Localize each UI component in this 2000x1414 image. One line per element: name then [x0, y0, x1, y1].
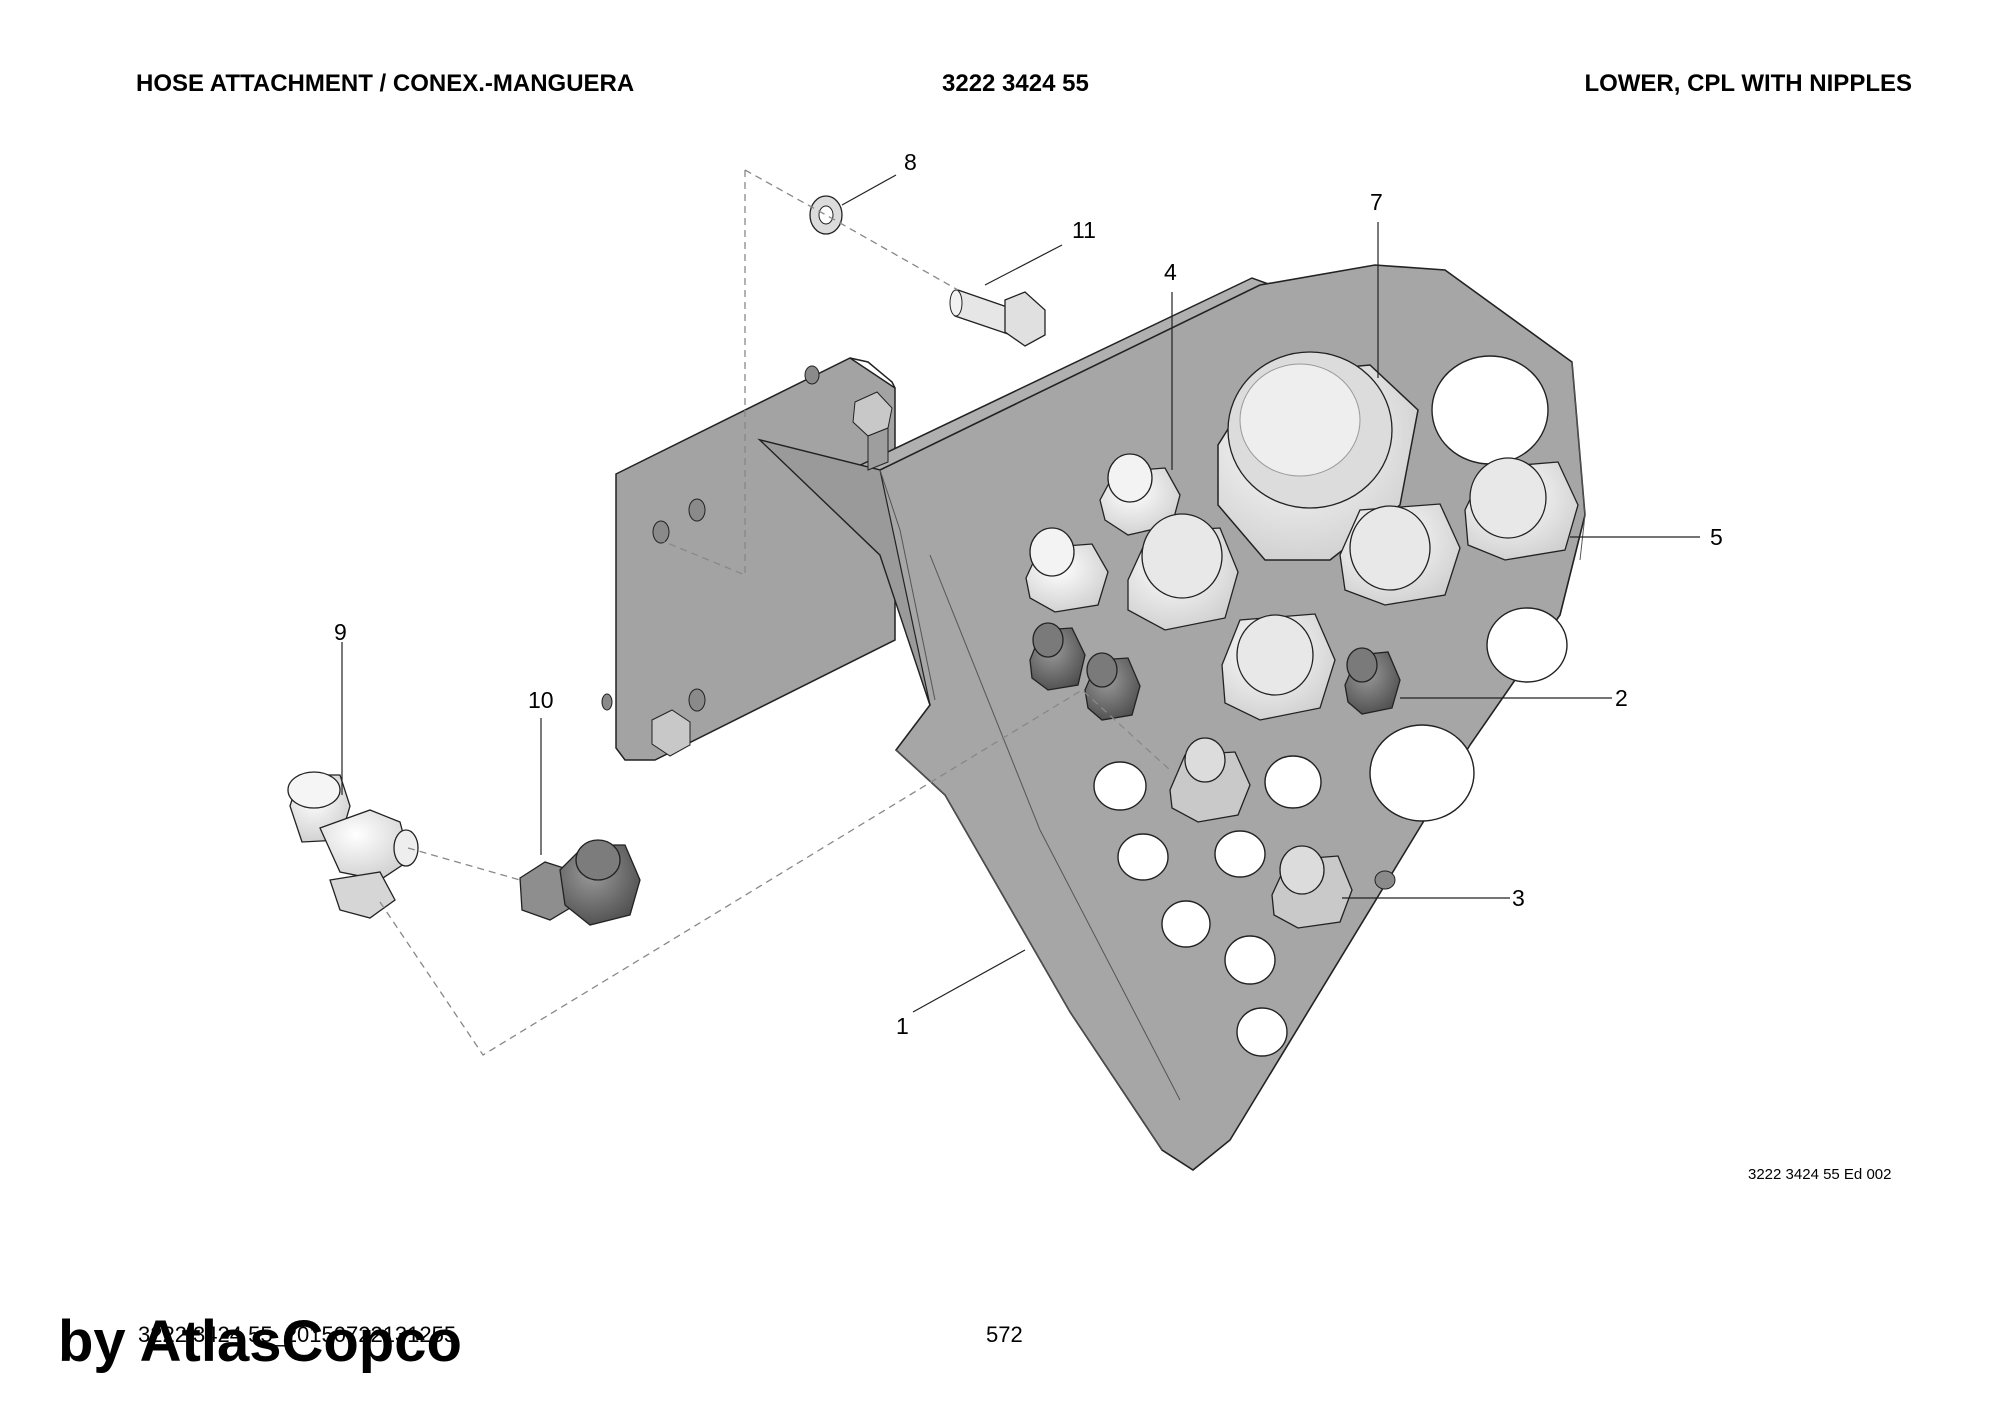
flange-bolt-bottom — [651, 709, 691, 757]
callout-11: 11 — [1072, 217, 1096, 243]
nipple-upper-left — [1025, 527, 1109, 613]
nipple-medium-right — [1339, 503, 1461, 606]
edition-label: 3222 3424 55 Ed 002 — [1748, 1166, 1892, 1183]
light-nipples — [1025, 453, 1579, 929]
hex-bolt — [949, 289, 1046, 347]
leader-lines — [341, 174, 1700, 1013]
callout-1: 1 — [896, 1013, 909, 1039]
nipple-3 — [1271, 845, 1353, 929]
callout-9: 9 — [334, 619, 347, 645]
flange-bolt-top — [852, 391, 893, 471]
header-title: HOSE ATTACHMENT / CONEX.-MANGUERA — [136, 70, 635, 97]
callout-10: 10 — [528, 687, 554, 713]
nipple-lower — [1169, 737, 1251, 823]
callout-8: 8 — [904, 149, 917, 175]
dark-elbow-fitting — [519, 839, 641, 926]
nipple-medium-left — [1127, 513, 1239, 631]
dark-nipples — [1029, 622, 1401, 721]
footer-page-number: 572 — [986, 1322, 1023, 1347]
header-description: LOWER, CPL WITH NIPPLES — [1584, 70, 1912, 97]
callout-4: 4 — [1164, 259, 1177, 285]
large-fitting — [1217, 351, 1419, 561]
plate-holes — [1093, 355, 1568, 1057]
dark-nipple-a — [1029, 622, 1086, 691]
dark-nipple-2 — [1344, 647, 1401, 715]
washer — [809, 195, 843, 235]
callout-2: 2 — [1615, 685, 1628, 711]
grub-screw — [1374, 870, 1396, 890]
nipple-5 — [1464, 457, 1579, 561]
nipple-medium-center — [1221, 613, 1336, 721]
callout-3: 3 — [1512, 885, 1525, 911]
dark-nipple-b — [1084, 652, 1141, 721]
footer-document-id: 3222 3424 55_20150722131255 — [138, 1322, 457, 1347]
elbow-fitting — [287, 771, 419, 919]
assembly-lines — [379, 169, 1171, 1056]
callouts: 1 2 3 4 5 7 8 9 10 11 — [334, 149, 1723, 1039]
watermark: by AtlasCopco — [58, 1309, 462, 1374]
mounting-flange-plate — [601, 357, 896, 761]
nipple-4 — [1099, 453, 1181, 536]
callout-7: 7 — [1370, 189, 1383, 215]
header-part-number: 3222 3424 55 — [942, 70, 1089, 97]
callout-5: 5 — [1710, 524, 1723, 550]
